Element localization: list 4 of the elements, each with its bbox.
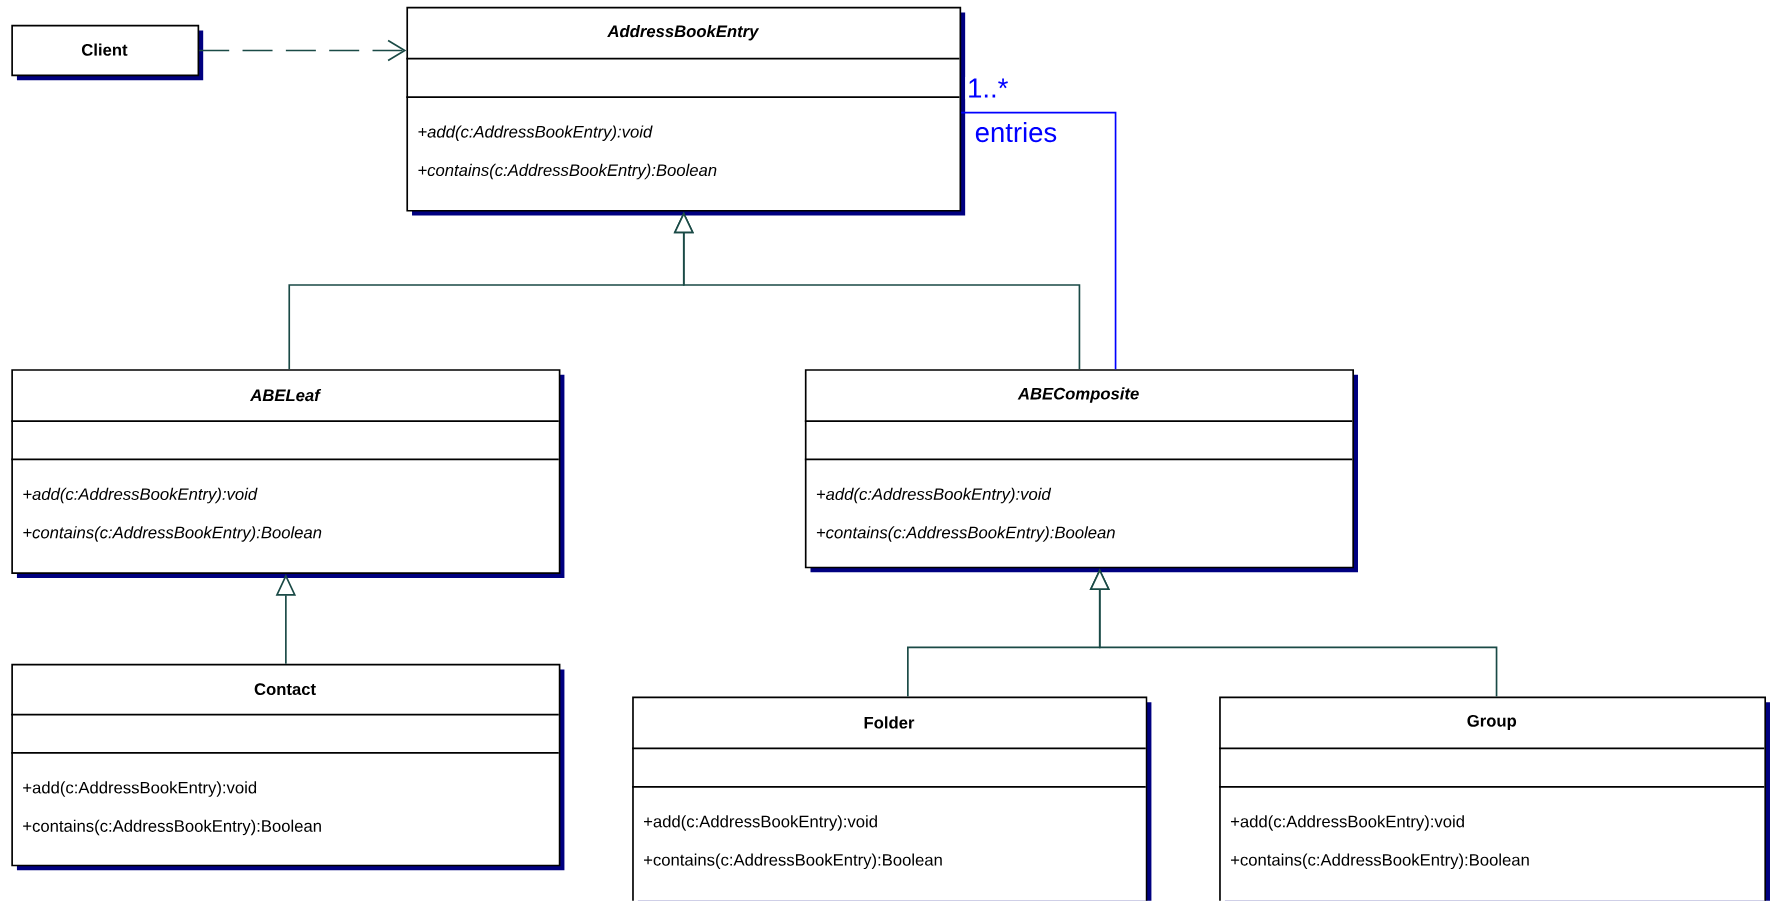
edge-label: entries: [973, 120, 1059, 144]
multiplicity-label: 1..*: [965, 77, 1011, 100]
association-line: [960, 111, 1117, 371]
dependency-arrow: [198, 39, 407, 62]
